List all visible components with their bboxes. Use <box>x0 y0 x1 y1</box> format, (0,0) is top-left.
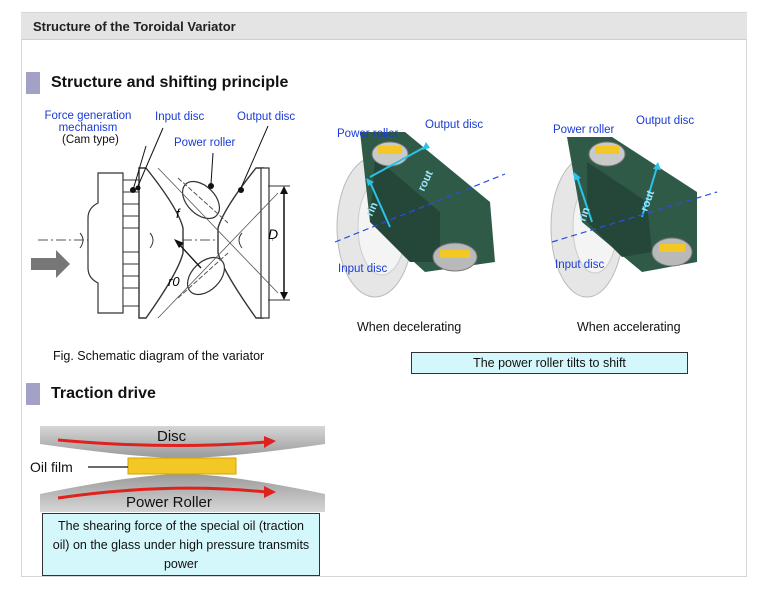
decel-output-disc-label: Output disc <box>425 119 484 131</box>
section-heading-structure: Structure and shifting principle <box>26 72 288 94</box>
label-output-disc: Output disc <box>237 111 296 123</box>
page-title: Structure of the Toroidal Variator <box>33 19 236 34</box>
content-frame <box>21 12 747 577</box>
power-roller-label: Power Roller <box>126 494 212 511</box>
accel-input-disc-label: Input disc <box>555 259 605 271</box>
traction-note-box: The shearing force of the special oil (t… <box>42 513 320 576</box>
disc-label: Disc <box>157 428 187 445</box>
section-heading-traction: Traction drive <box>26 383 156 405</box>
decel-caption: When decelerating <box>357 320 462 334</box>
r-in-label: rin <box>364 200 381 218</box>
label-force-generation: Force generation mechanism <box>44 110 132 134</box>
label-D: D <box>268 226 278 242</box>
decelerating-illustration: rout rin <box>334 132 506 298</box>
accel-power-roller-label: Power roller <box>553 124 615 136</box>
label-power-roller: Power roller <box>174 137 236 149</box>
heading-marker <box>26 383 40 405</box>
figure-caption: Fig. Schematic diagram of the variator <box>53 349 265 363</box>
tilt-note-box: The power roller tilts to shift <box>411 352 688 374</box>
heading-marker <box>26 72 40 94</box>
r-in-label: rin <box>577 205 593 223</box>
label-f: f <box>176 206 181 221</box>
title-bar: Structure of the Toroidal Variator <box>21 13 747 40</box>
accel-caption: When accelerating <box>577 320 681 334</box>
decel-power-roller-label: Power roller <box>337 128 399 140</box>
section-title: Traction drive <box>51 385 156 402</box>
input-arrow <box>31 250 70 278</box>
variator-schematic-diagram: D r0 f <box>31 125 290 319</box>
label-r0: r0 <box>168 274 180 289</box>
decel-input-disc-label: Input disc <box>338 263 388 275</box>
traction-drive-diagram <box>40 426 325 512</box>
accel-output-disc-label: Output disc <box>636 115 695 127</box>
accelerating-illustration: rin rout <box>550 137 718 298</box>
label-input-disc: Input disc <box>155 111 205 123</box>
label-cam-type: (Cam type) <box>62 134 119 146</box>
section-title: Structure and shifting principle <box>51 74 289 91</box>
oil-film-label: Oil film <box>30 459 73 475</box>
